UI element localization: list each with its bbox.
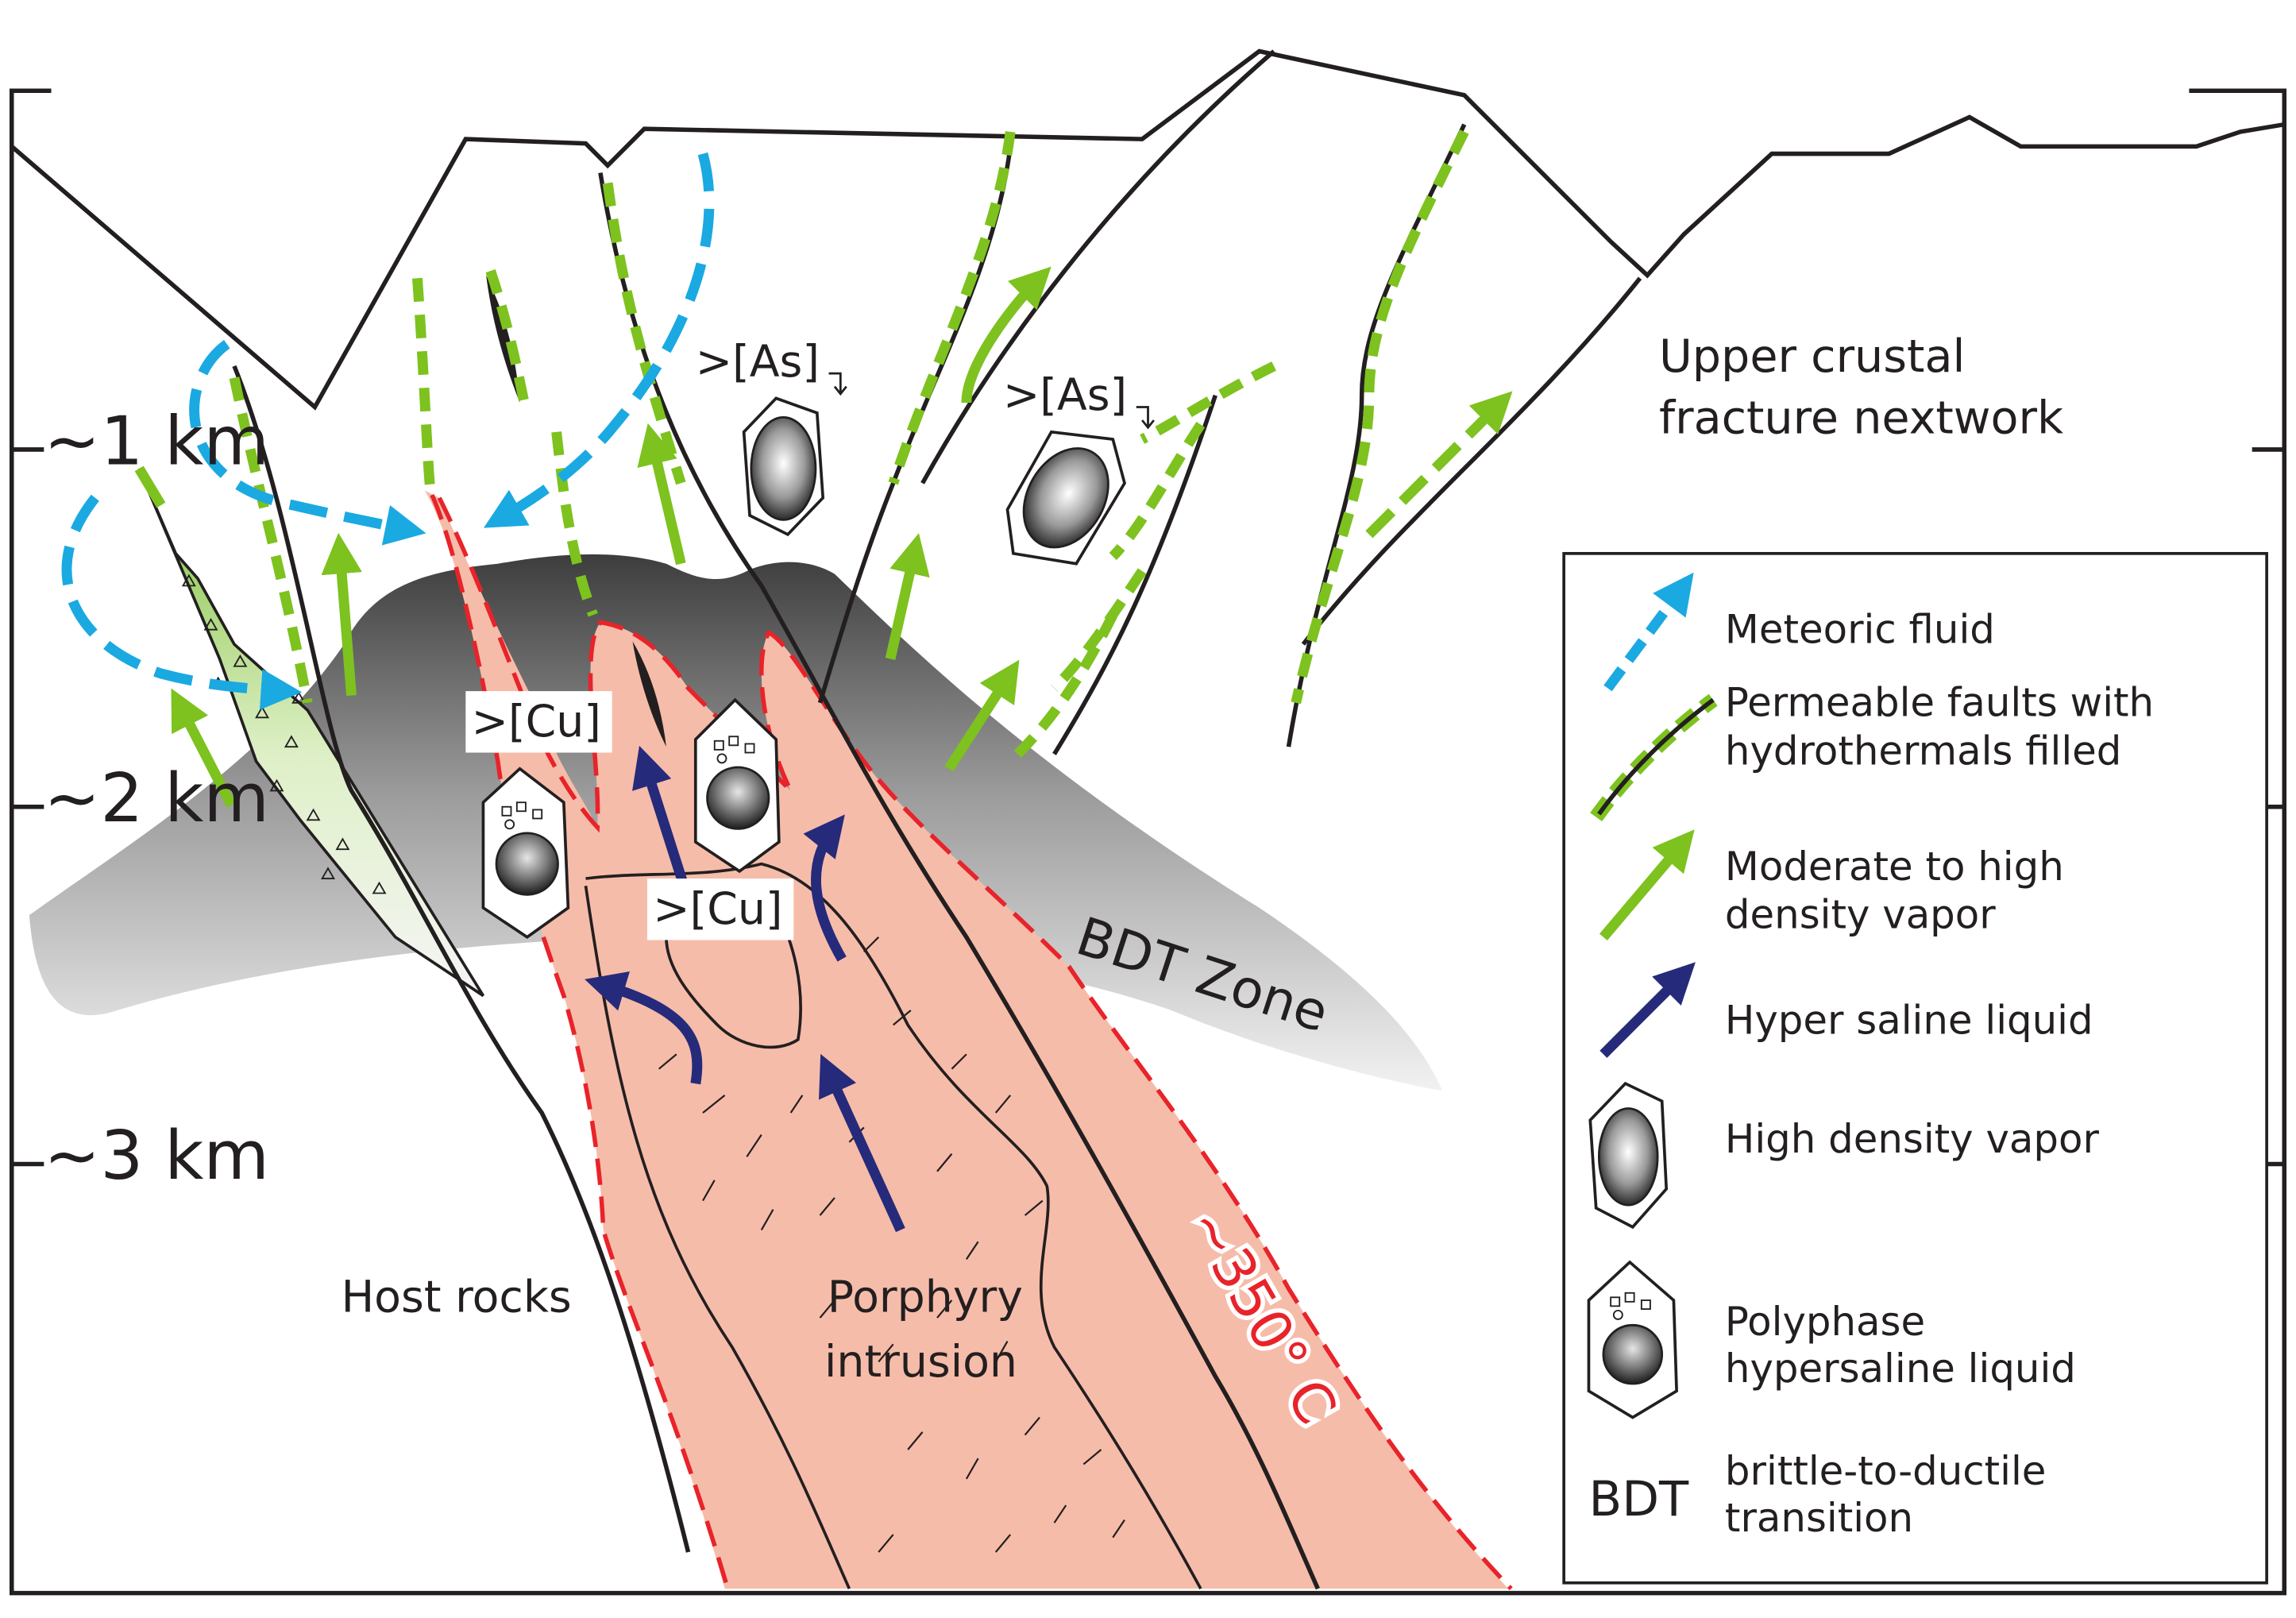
legend-meteoric-label: Meteoric fluid xyxy=(1725,606,1995,652)
legend-hdv-icon xyxy=(1588,1081,1669,1230)
porphyry-label-line1: Porphyry xyxy=(828,1272,1023,1323)
upper-crust-label-line1: Upper crustal xyxy=(1659,330,1965,383)
svg-text:>[As]: >[As] xyxy=(1003,370,1127,421)
svg-text:>[Cu]: >[Cu] xyxy=(472,697,601,747)
depth-label-1km: ~1 km xyxy=(44,401,269,480)
fault-lens-center xyxy=(632,641,666,747)
legend-bdt-definition-line1: brittle-to-ductile xyxy=(1725,1448,2046,1494)
legend-hdv-label: High density vapor xyxy=(1725,1116,2100,1162)
vapor-arrows xyxy=(134,266,1513,808)
legend-saline-arrow-icon xyxy=(1599,962,1696,1058)
porphyry-label-line2: intrusion xyxy=(824,1337,1017,1388)
arsenic-label-2: >[As] xyxy=(1003,370,1155,430)
arsenic-label-1: >[As] xyxy=(696,337,847,396)
faults xyxy=(232,49,1642,1590)
legend-bdt-abbreviation: BDT xyxy=(1588,1472,1689,1527)
hydrothermal-fault-fill xyxy=(229,129,1469,758)
fault-lens-left xyxy=(486,275,520,403)
host-rocks-label: Host rocks xyxy=(342,1272,572,1323)
copper-label-1: >[Cu] xyxy=(465,691,612,753)
legend-vapor-label-line2: density vapor xyxy=(1725,892,1996,938)
svg-text:>[As]: >[As] xyxy=(696,337,820,388)
legend-vapor-label-line1: Moderate to high xyxy=(1725,844,2064,890)
vapor-inclusion-1 xyxy=(742,396,825,537)
meteoric-fluid-arrows xyxy=(61,152,715,710)
legend-vapor-arrow-icon xyxy=(1599,829,1695,940)
legend-polyphase-icon xyxy=(1587,1260,1678,1419)
legend-bdt-definition-line2: transition xyxy=(1725,1495,1913,1541)
porphyry-texture xyxy=(658,936,1125,1553)
depth-label-3km: ~3 km xyxy=(44,1116,269,1195)
legend-meteoric-icon xyxy=(1603,572,1694,692)
polyphase-inclusion-2 xyxy=(693,697,781,874)
copper-label-2: >[Cu] xyxy=(646,879,794,940)
legend-polyphase-label-line1: Polyphase xyxy=(1725,1299,1925,1345)
legend-saline-label: Hyper saline liquid xyxy=(1725,997,2093,1043)
vapor-inclusion-2 xyxy=(1005,430,1126,566)
legend-fault-icon xyxy=(1590,693,1718,821)
legend-polyphase-label-line2: hypersaline liquid xyxy=(1725,1346,2076,1392)
legend-faults-label-line1: Permeable faults with xyxy=(1725,679,2154,725)
hypersaline-arrows xyxy=(585,745,905,1233)
legend-faults-label-line2: hydrothermals filled xyxy=(1725,728,2121,774)
upper-crust-label-line2: fracture nextwork xyxy=(1659,392,2063,445)
polyphase-inclusion-1 xyxy=(481,767,570,940)
svg-text:>[Cu]: >[Cu] xyxy=(653,884,782,935)
legend: Meteoric fluid Permeable faults with hyd… xyxy=(1562,551,2268,1585)
depth-label-2km: ~2 km xyxy=(44,759,269,837)
isotherm-350 xyxy=(430,493,730,1589)
topography-line xyxy=(10,48,2285,411)
